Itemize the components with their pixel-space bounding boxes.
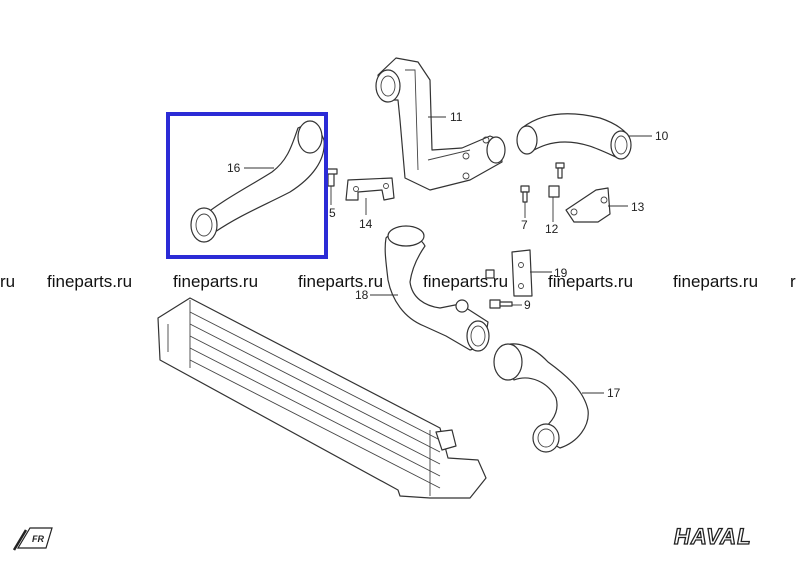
callout-16: 16 (227, 161, 241, 175)
callout-10: 10 (655, 129, 669, 143)
callout-17: 17 (607, 386, 621, 400)
part-18-hose[interactable] (384, 225, 490, 352)
callout-13: 13 (631, 200, 645, 214)
part-12-bolt[interactable] (548, 162, 565, 198)
front-direction-label: FR (32, 534, 44, 544)
intercooler[interactable] (157, 297, 487, 499)
watermark-text: fineparts.ru (423, 272, 509, 291)
part-19-bracket[interactable] (485, 249, 533, 297)
part-10-hose[interactable] (516, 113, 632, 160)
highlight-box (166, 112, 328, 259)
part-13-bracket[interactable] (565, 187, 611, 223)
watermark-text: fineparts.ru (47, 272, 133, 291)
part-14-bracket[interactable] (345, 177, 395, 201)
front-direction-icon: FR (12, 527, 53, 551)
callout-9: 9 (524, 298, 531, 312)
callout-12: 12 (545, 222, 559, 236)
part-17-hose[interactable] (493, 343, 589, 453)
part-11-intake-pipe[interactable] (375, 57, 506, 191)
watermark-text: fineparts.ru (673, 272, 759, 291)
callout-7: 7 (521, 218, 528, 232)
watermark-text: fineparts.ru (548, 272, 634, 291)
part-9-bolt[interactable] (489, 299, 513, 309)
part-16-hose[interactable] (190, 120, 325, 243)
brand-logo: HAVAL (674, 524, 752, 549)
callout-19: 19 (554, 266, 568, 280)
watermark-text: r (790, 272, 796, 291)
watermark-text: ru (0, 272, 16, 291)
callout-18: 18 (355, 288, 369, 302)
leader-lines (244, 116, 652, 394)
callouts: 11 10 16 5 14 7 12 13 19 18 9 17 (227, 110, 669, 400)
watermark-text: fineparts.ru (173, 272, 259, 291)
callout-5: 5 (329, 206, 336, 220)
callout-14: 14 (359, 217, 373, 231)
part-7-bolt[interactable] (520, 185, 530, 203)
watermark-text: fineparts.ru (298, 272, 384, 291)
callout-11: 11 (450, 110, 463, 124)
